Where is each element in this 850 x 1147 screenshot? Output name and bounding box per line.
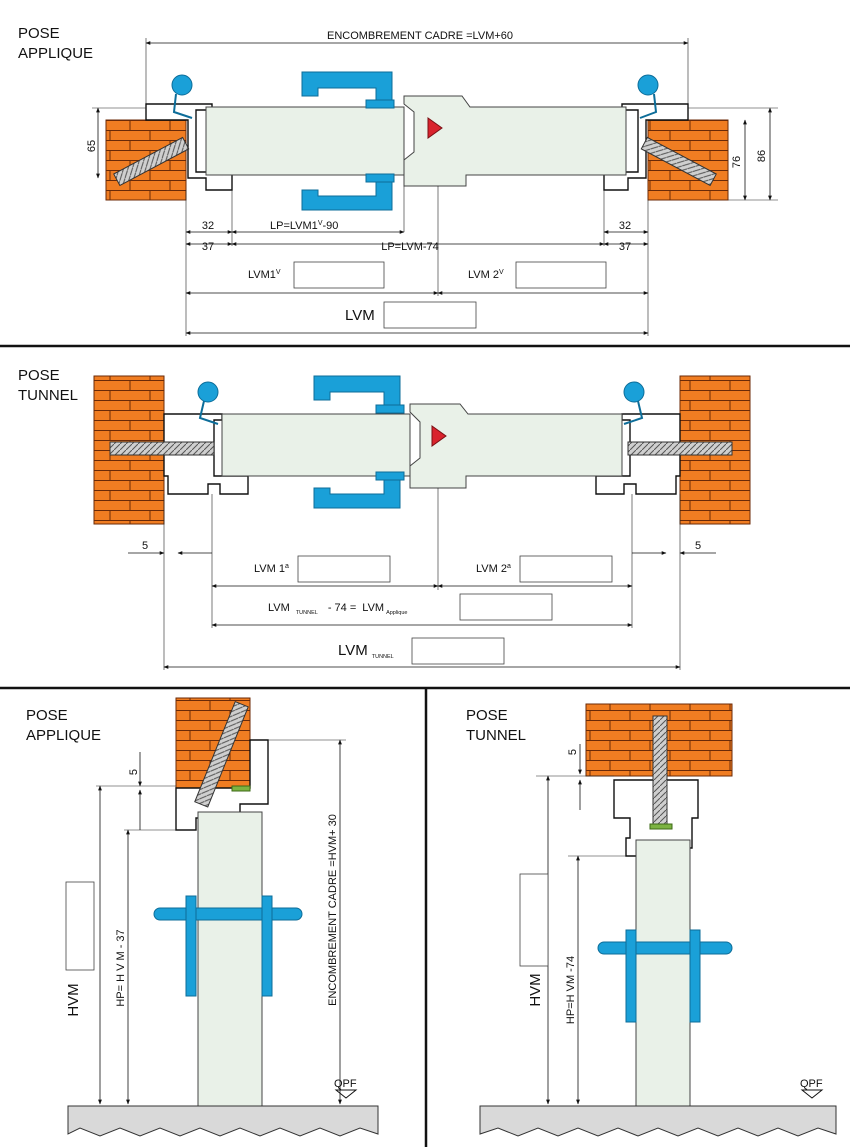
dim-37-left: 37	[202, 241, 214, 253]
lvm1-label: LVM1V	[248, 269, 281, 281]
hvm-label: HVM	[527, 973, 544, 1006]
section-pose-tunnel-vertical: POSE TUNNEL QPF 5 HVM HP=H VM -74	[466, 703, 837, 1137]
hp-label: HP= H V M - 37	[115, 929, 127, 1006]
handle-rosette-top	[375, 404, 405, 414]
lp-label-1: LP=LVM1V-90	[270, 220, 338, 232]
section-pose-applique-horizontal: POSE APPLIQUE ENCOMBREMENT CADRE =LVM+60	[18, 25, 778, 336]
dim-65: 65	[86, 140, 98, 152]
handle-bar	[597, 941, 733, 955]
lvm2-input-box[interactable]	[519, 555, 613, 583]
dim-5-left: 5	[142, 540, 148, 552]
dim-37-right: 37	[619, 241, 631, 253]
handle-rosette-top	[365, 99, 395, 109]
anchor-top	[194, 700, 249, 808]
handle-plate-left	[185, 895, 197, 997]
handle-plate-right	[261, 895, 273, 997]
dim-5: 5	[128, 769, 140, 775]
lvm2-label: LVM 2a	[476, 563, 511, 575]
door-leaf	[635, 839, 691, 1109]
hvm-input-box[interactable]	[65, 881, 95, 971]
handle-rosette-bottom	[365, 173, 395, 183]
hp-label: HP=H VM -74	[565, 956, 577, 1024]
door-leaf-right	[409, 403, 623, 489]
seal-bulb-right	[637, 74, 659, 96]
door-leaf-left	[205, 106, 405, 176]
dim-32-right: 32	[619, 220, 631, 232]
lp-label-2: LP=LVM-74	[381, 241, 439, 253]
section-title-2: TUNNEL	[18, 387, 78, 404]
formula-input-box[interactable]	[459, 593, 553, 621]
anchor-right	[640, 136, 717, 187]
section-title: POSE	[26, 707, 68, 724]
floor	[67, 1105, 379, 1137]
dim-5: 5	[567, 749, 579, 755]
section-title: POSE	[18, 367, 60, 384]
section-title: POSE	[18, 25, 60, 42]
handle-rosette-bottom	[375, 471, 405, 481]
door-leaf	[197, 811, 263, 1109]
handle-bottom	[301, 181, 393, 211]
seal-bulb-left	[171, 74, 193, 96]
floor	[479, 1105, 837, 1137]
seal-red	[431, 425, 447, 447]
door-leaf-right	[403, 95, 627, 187]
anchor-top	[652, 715, 668, 825]
section-title-2: APPLIQUE	[18, 45, 93, 62]
lvm1-input-box[interactable]	[293, 261, 385, 289]
lvm2-input-box[interactable]	[515, 261, 607, 289]
handle-bottom	[313, 479, 401, 509]
seal-bulb-right	[623, 381, 645, 403]
lvm1-input-box[interactable]	[297, 555, 391, 583]
dim-32-left: 32	[202, 220, 214, 232]
section-title: POSE	[466, 707, 508, 724]
section-title-2: TUNNEL	[466, 727, 526, 744]
handle-plate-right	[689, 929, 701, 1023]
lvm-tunnel-input-box[interactable]	[411, 637, 505, 665]
qpf-label: QPF	[800, 1078, 823, 1090]
door-leaf-left	[221, 413, 411, 477]
qpf-label: QPF	[334, 1078, 357, 1090]
handle-plate-left	[625, 929, 637, 1023]
section-pose-applique-vertical: POSE APPLIQUE QPF 5 HVM HP= H V M - 37 E…	[26, 697, 379, 1137]
handle-top	[313, 375, 401, 407]
lvm-input-box[interactable]	[383, 301, 477, 329]
hvm-input-box[interactable]	[519, 873, 549, 967]
seal-red	[427, 117, 443, 139]
lvm-label: LVM	[345, 307, 375, 324]
dim-76: 76	[731, 156, 743, 168]
seal-bulb-left	[197, 381, 219, 403]
anchor-left	[109, 441, 215, 456]
lvm2-label: LVM 2V	[468, 269, 504, 281]
section-title-2: APPLIQUE	[26, 727, 101, 744]
handle-bar	[153, 907, 303, 921]
hvm-label: HVM	[65, 983, 82, 1016]
anchor-right	[627, 441, 733, 456]
anchor-left	[113, 136, 190, 187]
lvm1-label: LVM 1a	[254, 563, 289, 575]
handle-top	[301, 71, 393, 103]
dim-86: 86	[756, 150, 768, 162]
dim-5-right: 5	[695, 540, 701, 552]
encombrement-label: ENCOMBREMENT CADRE =HVM+ 30	[327, 814, 339, 1006]
section-pose-tunnel-horizontal: POSE TUNNEL 5 5 LVM 1a	[18, 367, 751, 670]
encombrement-label: ENCOMBREMENT CADRE =LVM+60	[327, 30, 513, 42]
